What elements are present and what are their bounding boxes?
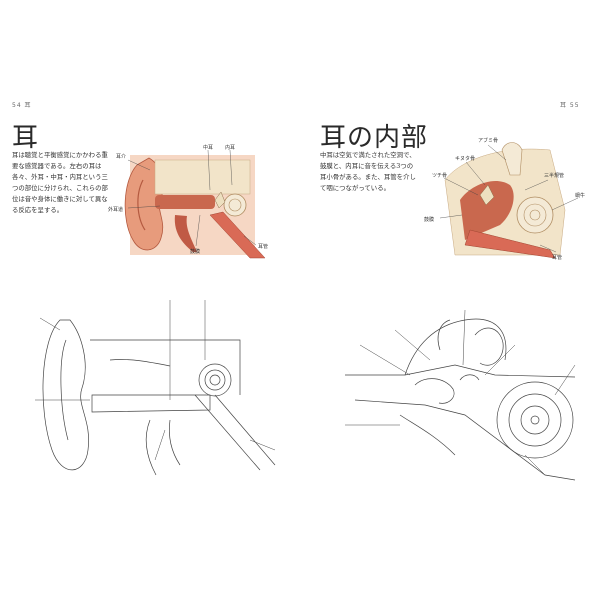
right-page-number: 耳 55 <box>560 102 580 109</box>
left-body-text: 耳は聴覚と平衡感覚にかかわる重 要な感覚器である。左右の耳は 各々、外耳・中耳・… <box>12 150 112 216</box>
label-incus: キヌタ骨 <box>455 156 476 162</box>
ear-outline-drawing-left <box>35 300 276 476</box>
ossicles-shape <box>214 191 226 209</box>
ossicles-shape <box>479 184 495 206</box>
label-semicircular: 三半規管 <box>544 173 565 179</box>
ear-outline-drawing-right <box>345 309 576 481</box>
label-auricle: 耳介 <box>116 154 127 160</box>
eustachian-tube-shape <box>209 211 266 259</box>
left-page-title: 耳 <box>12 123 40 153</box>
right-page-title: 耳の内部 <box>320 123 429 153</box>
eustachian-tube-shape <box>464 229 556 259</box>
ear-color-illustration <box>124 155 266 259</box>
left-body-line: 耳は聴覚と平衡感覚にかかわる重 <box>12 151 108 159</box>
left-body-line: 位は音や身体に働きに対して異な <box>12 195 108 203</box>
cochlea-shape <box>223 193 247 217</box>
right-body-text: 中耳は空気で満たされた空洞で、 鼓膜と、内耳に音を伝える3つの 耳小骨がある。ま… <box>320 150 425 194</box>
middle-ear-color-illustration <box>444 142 566 259</box>
label-stapes: アブミ骨 <box>478 138 499 144</box>
middle-ear-cavity <box>460 180 514 240</box>
label-ear-canal: 外耳道 <box>108 207 124 213</box>
right-body-line: 中耳は空気で満たされた空洞で、 <box>320 151 416 159</box>
left-body-line: 各々、外耳・中耳・内耳という三 <box>12 173 108 181</box>
label-eustachian: 耳管 <box>258 244 269 250</box>
label-inner-ear: 内耳 <box>225 145 236 151</box>
temporal-bone <box>154 159 251 195</box>
left-body-line: 要な感覚器である。左右の耳は <box>12 162 102 170</box>
right-body-line: 鼓膜と、内耳に音を伝える3つの <box>320 162 414 170</box>
label-malleus: ツチ骨 <box>432 173 448 179</box>
right-body-line: 耳小骨がある。また、耳管を介し <box>320 173 416 181</box>
left-body-line: つの部位に分けられ、これらの部 <box>12 184 108 192</box>
left-page-number: 54 耳 <box>12 102 32 109</box>
right-body-line: て咽につながっている。 <box>320 184 390 192</box>
label-middle-ear: 中耳 <box>203 145 214 151</box>
left-body-line: る反応を呈する。 <box>12 206 64 214</box>
label-eardrum-right: 鼓膜 <box>424 217 435 223</box>
label-cochlea: 蝸牛 <box>575 193 586 199</box>
label-eustachian-right: 耳管 <box>552 255 563 261</box>
label-eardrum: 鼓膜 <box>190 249 201 255</box>
ear-canal-shape <box>155 195 215 209</box>
cochlea-shape <box>516 196 554 234</box>
semicircular-canals-shape <box>501 142 523 176</box>
